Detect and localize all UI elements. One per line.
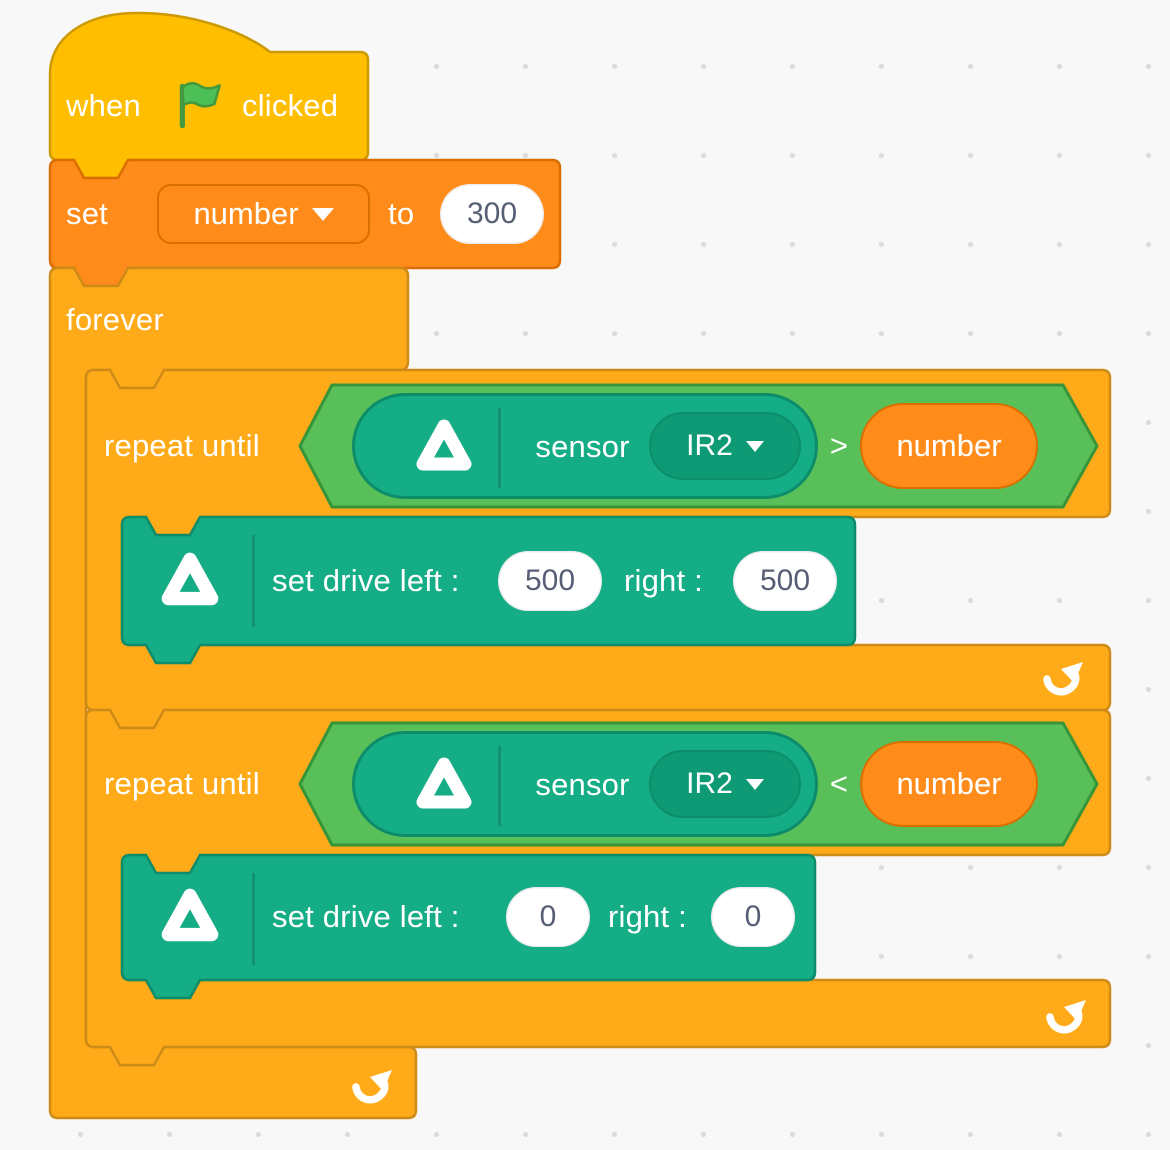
set-label: set [66, 196, 108, 231]
green-flag-icon [179, 82, 221, 129]
sensor-port-value: IR2 [686, 429, 733, 462]
drive-left-input[interactable]: 0 [506, 887, 590, 947]
sensor-reporter-1[interactable]: sensor IR2 [352, 393, 818, 499]
number-variable-pill[interactable]: number [860, 403, 1038, 489]
set-drive-label: set drive left : [272, 899, 460, 934]
variable-dropdown[interactable]: number [157, 184, 370, 244]
robot-triangle-icon [161, 888, 219, 942]
block-divider [498, 746, 501, 826]
drive-right-input[interactable]: 500 [733, 551, 837, 611]
dropdown-caret-icon [745, 440, 764, 452]
robot-triangle-icon [416, 757, 472, 809]
sensor-label: sensor [535, 767, 630, 802]
repeat-until-label: repeat until [104, 428, 260, 463]
block-divider [252, 535, 255, 627]
sensor-port-value: IR2 [686, 767, 733, 800]
block-divider [498, 408, 501, 488]
drive-right-value: 0 [744, 900, 762, 933]
operator-label: < [829, 766, 849, 801]
block-divider [252, 873, 255, 965]
to-label: to [388, 196, 415, 231]
dropdown-caret-icon [745, 778, 764, 790]
number-variable-pill[interactable]: number [860, 741, 1038, 827]
drive-left-input[interactable]: 500 [498, 551, 602, 611]
sensor-label: sensor [535, 429, 630, 464]
value-input-text: 300 [466, 197, 518, 230]
set-drive-2-block[interactable] [120, 853, 817, 1000]
drive-left-value: 500 [524, 564, 576, 597]
variable-dropdown-value: number [193, 196, 299, 231]
loop-arrow-icon [1043, 662, 1083, 696]
number-variable-label: number [896, 766, 1002, 801]
robot-triangle-icon [416, 419, 472, 471]
forever-label: forever [66, 302, 164, 337]
value-input[interactable]: 300 [440, 184, 544, 244]
loop-arrow-icon [1046, 1000, 1086, 1034]
loop-arrow-icon [352, 1070, 392, 1104]
sensor-reporter-2[interactable]: sensor IR2 [352, 731, 818, 837]
when-label: when [66, 88, 141, 123]
set-drive-1-block[interactable] [120, 515, 857, 665]
set-drive-label: set drive left : [272, 563, 460, 598]
drive-right-value: 500 [759, 564, 811, 597]
sensor-port-dropdown[interactable]: IR2 [649, 412, 801, 480]
repeat-until-label: repeat until [104, 766, 260, 801]
robot-triangle-icon [161, 552, 219, 606]
operator-label: > [829, 428, 849, 463]
number-variable-label: number [896, 428, 1002, 463]
drive-right-input[interactable]: 0 [711, 887, 795, 947]
dropdown-caret-icon [311, 207, 334, 221]
right-label: right : [608, 899, 687, 934]
right-label: right : [624, 563, 703, 598]
clicked-label: clicked [242, 88, 339, 123]
sensor-port-dropdown[interactable]: IR2 [649, 750, 801, 818]
drive-left-value: 0 [539, 900, 557, 933]
